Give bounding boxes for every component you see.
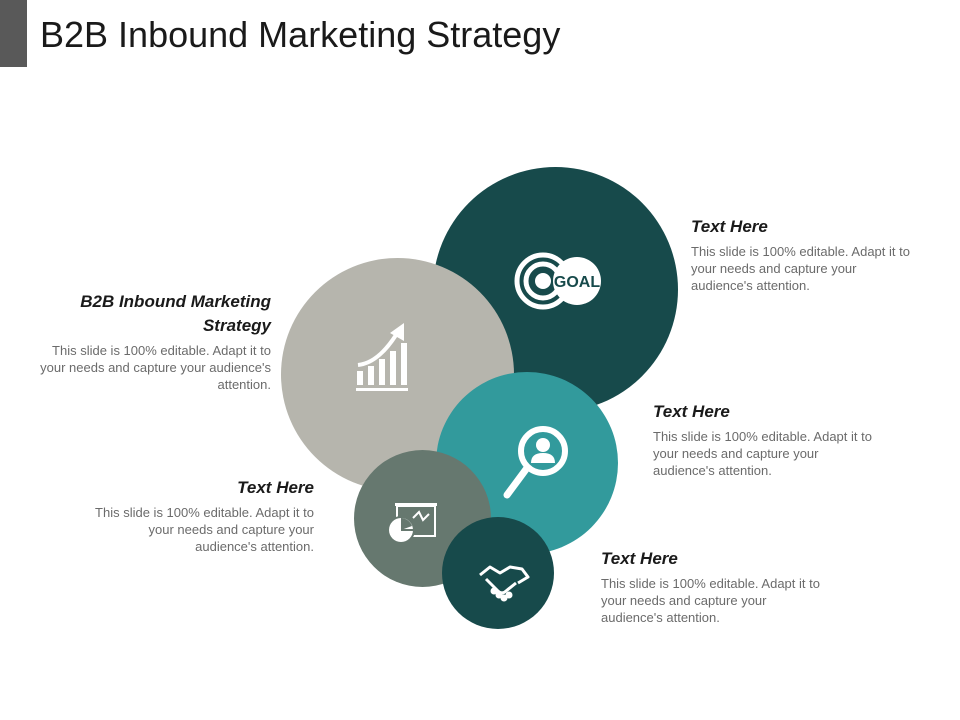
handshake-text-block: Text Here This slide is 100% editable. A… — [601, 547, 831, 626]
goal-target-icon: GOAL — [514, 252, 601, 310]
presentation-board-icon — [387, 503, 437, 544]
handshake-icon — [479, 565, 530, 602]
chart-description: This slide is 100% editable. Adapt it to… — [95, 505, 314, 554]
chart-heading: Text Here — [237, 478, 314, 497]
growth-text-block: B2B Inbound Marketing Strategy This slid… — [40, 290, 271, 393]
goal-text-block: Text Here This slide is 100% editable. A… — [691, 215, 921, 294]
chart-text-block: Text Here This slide is 100% editable. A… — [84, 476, 314, 555]
search-text-block: Text Here This slide is 100% editable. A… — [653, 400, 883, 479]
growth-heading: B2B Inbound Marketing Strategy — [80, 292, 271, 335]
title-accent-bar — [0, 0, 27, 67]
search-description: This slide is 100% editable. Adapt it to… — [653, 429, 872, 478]
handshake-description: This slide is 100% editable. Adapt it to… — [601, 576, 820, 625]
search-user-icon — [503, 426, 568, 499]
goal-description: This slide is 100% editable. Adapt it to… — [691, 244, 910, 293]
goal-heading: Text Here — [691, 217, 768, 236]
goal-icon-label: GOAL — [554, 274, 600, 291]
search-heading: Text Here — [653, 402, 730, 421]
slide-title: B2B Inbound Marketing Strategy — [40, 14, 561, 55]
growth-description: This slide is 100% editable. Adapt it to… — [40, 343, 271, 392]
growth-chart-icon — [356, 323, 408, 391]
handshake-heading: Text Here — [601, 549, 678, 568]
